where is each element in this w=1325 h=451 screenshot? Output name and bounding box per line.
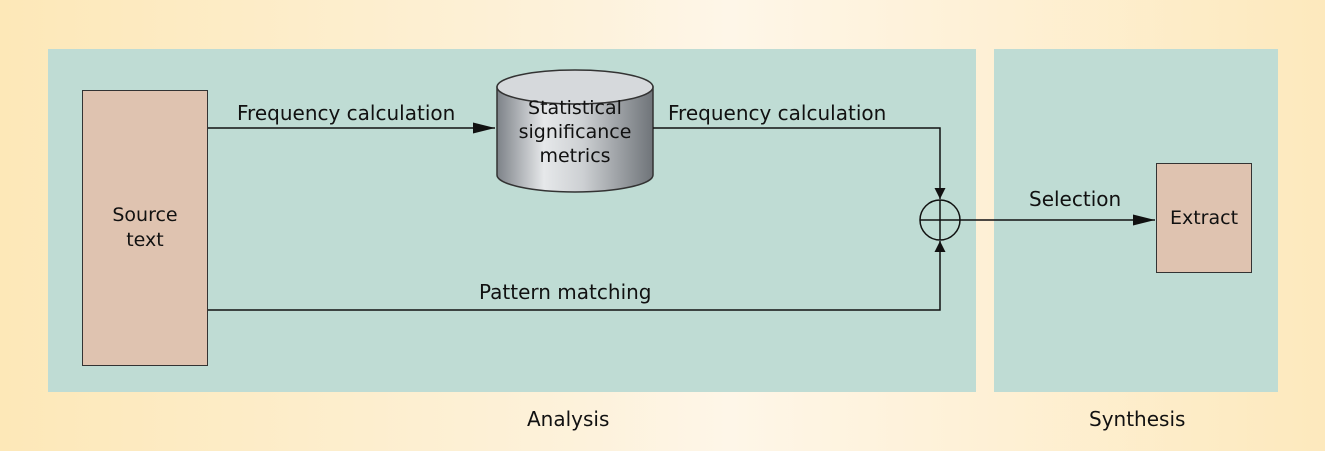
extract-label: Extract (1169, 206, 1239, 229)
region-label-synthesis: Synthesis (1089, 407, 1186, 431)
sum-junction-icon (919, 199, 961, 241)
extract-node: Extract (1156, 163, 1252, 273)
edge-label-selection: Selection (1029, 187, 1122, 211)
edge-label-frequency-calculation-1: Frequency calculation (237, 101, 456, 125)
edge-label-pattern-matching: Pattern matching (479, 280, 652, 304)
source-text-label: Source text (112, 204, 178, 251)
edge-database-to-junction (653, 127, 946, 199)
region-label-analysis: Analysis (527, 407, 610, 431)
source-text-node: Source text (82, 90, 208, 366)
edge-label-frequency-calculation-2: Frequency calculation (668, 101, 887, 125)
database-cylinder (496, 69, 654, 193)
database-label: Statistical significance metrics (518, 97, 632, 167)
edge-source-to-junction (208, 241, 946, 311)
